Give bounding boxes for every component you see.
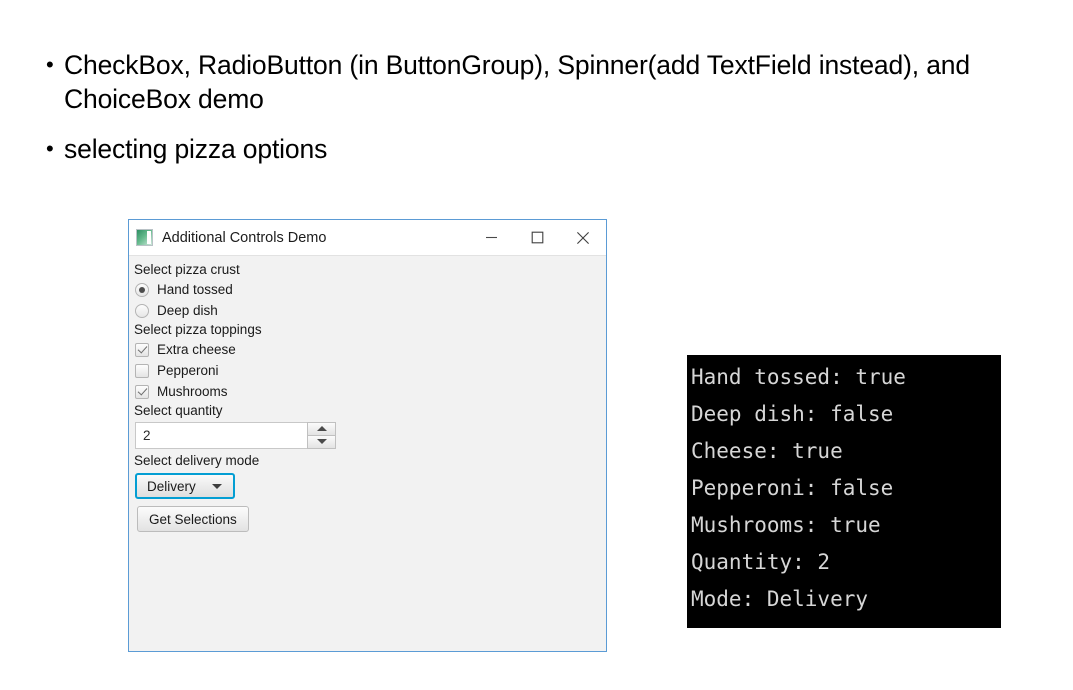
slide-bullet-list: • CheckBox, RadioButton (in ButtonGroup)… [44,48,1044,180]
checkbox-extra-cheese-label: Extra cheese [157,342,236,357]
close-icon [577,231,589,244]
chevron-down-icon [211,483,222,489]
maximize-icon [531,231,543,244]
checkbox-mushrooms-indicator[interactable] [135,384,149,399]
chevron-up-icon [316,426,327,432]
toppings-section-label: Select pizza toppings [134,322,262,337]
quantity-spinner-arrows [307,422,336,449]
crust-section-label: Select pizza crust [134,262,240,277]
console-line: Mode: Delivery [691,587,869,611]
app-icon [136,229,153,246]
quantity-increment-button[interactable] [307,422,336,436]
console-line: Mushrooms: true [691,513,881,537]
console-line: Cheese: true [691,439,843,463]
close-button[interactable] [560,220,606,255]
checkbox-extra-cheese[interactable]: Extra cheese [132,339,606,360]
radio-hand-tossed-label: Hand tossed [157,282,233,297]
console-line: Pepperoni: false [691,476,894,500]
window-title: Additional Controls Demo [162,229,327,246]
additional-controls-demo-window: Additional Controls Demo Select piz [128,219,607,652]
radio-hand-tossed-indicator[interactable] [135,282,149,297]
bullet-item: • selecting pizza options [44,132,1044,166]
window-client-area: Select pizza crust Hand tossed Deep dish… [129,256,606,651]
checkbox-pepperoni-label: Pepperoni [157,363,219,378]
delivery-mode-choicebox[interactable]: Delivery [135,473,235,499]
quantity-spinner[interactable]: 2 [135,422,336,449]
console-line: Hand tossed: true [691,365,906,389]
window-controls [468,220,606,255]
quantity-decrement-button[interactable] [307,435,336,449]
checkbox-mushrooms-label: Mushrooms [157,384,228,399]
console-line: Deep dish: false [691,402,894,426]
minimize-button[interactable] [468,220,514,255]
checkbox-pepperoni-indicator[interactable] [135,363,149,378]
bullet-text: CheckBox, RadioButton (in ButtonGroup), … [64,50,970,114]
checkbox-pepperoni[interactable]: Pepperoni [132,360,606,381]
quantity-input[interactable]: 2 [135,422,307,449]
delivery-mode-value: Delivery [147,478,196,494]
window-titlebar[interactable]: Additional Controls Demo [129,220,606,256]
radio-hand-tossed[interactable]: Hand tossed [132,279,606,300]
radio-deep-dish-indicator[interactable] [135,303,149,318]
checkbox-extra-cheese-indicator[interactable] [135,342,149,357]
bullet-text: selecting pizza options [64,134,328,164]
bullet-marker-icon: • [46,136,54,161]
radio-deep-dish[interactable]: Deep dish [132,300,606,321]
bullet-marker-icon: • [46,52,54,77]
bullet-item: • CheckBox, RadioButton (in ButtonGroup)… [44,48,1044,116]
radio-deep-dish-label: Deep dish [157,303,218,318]
quantity-section-label: Select quantity [134,403,223,418]
minimize-icon [485,236,497,239]
maximize-button[interactable] [514,220,560,255]
get-selections-button[interactable]: Get Selections [137,506,249,532]
checkbox-mushrooms[interactable]: Mushrooms [132,381,606,402]
console-output-panel: Hand tossed: true Deep dish: false Chees… [687,355,1001,628]
chevron-down-icon [316,439,327,445]
console-line: Quantity: 2 [691,550,831,574]
delivery-section-label: Select delivery mode [134,453,260,468]
